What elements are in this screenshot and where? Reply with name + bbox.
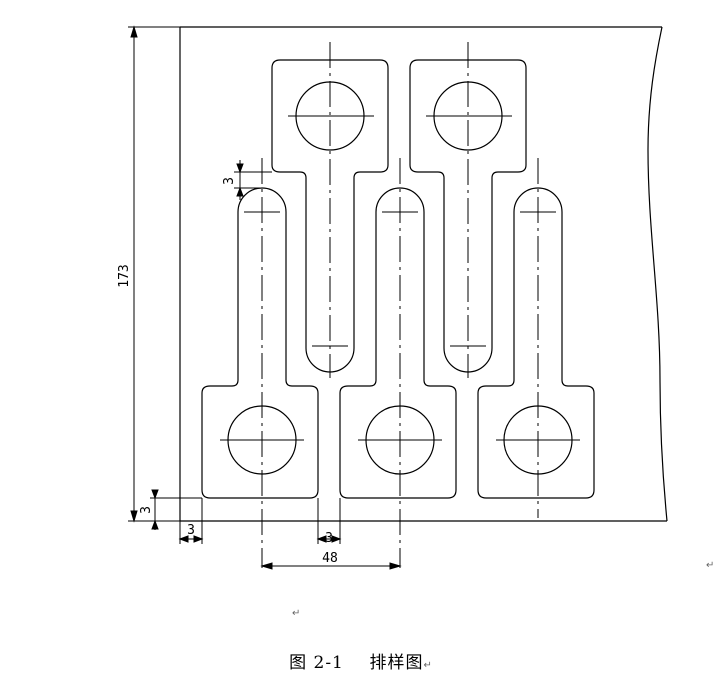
strip-outline xyxy=(179,26,668,522)
lower-part-2 xyxy=(339,187,457,499)
caption-number: 图 2-1 xyxy=(289,653,344,673)
dim-pitch-label: 48 xyxy=(322,551,338,566)
dim-edge-margin-bottom xyxy=(150,489,202,530)
dim-gap-top xyxy=(234,160,272,200)
lower-part-3 xyxy=(477,187,595,499)
dim-edge-margin-left xyxy=(178,498,204,544)
caption-title: 排样图 xyxy=(369,653,424,673)
dim-strip-width-label: 173 xyxy=(117,264,132,287)
dim-strip-width xyxy=(128,25,180,523)
dim-gap-between-parts-label: 3 xyxy=(325,531,333,546)
dim-edge-margin-left-label: 3 xyxy=(187,523,195,538)
dim-pitch xyxy=(260,562,402,570)
dim-gap-between-parts xyxy=(316,498,342,544)
dim-edge-margin-bottom-label: 3 xyxy=(139,506,154,514)
paragraph-mark: ↵ xyxy=(292,608,301,619)
figure-caption: 图 2-1 排样图↵ xyxy=(0,648,722,673)
paragraph-mark: ↵ xyxy=(423,660,433,671)
paragraph-mark: ↵ xyxy=(706,560,715,571)
lower-part-1 xyxy=(201,187,319,499)
dim-gap-top-label: 3 xyxy=(222,177,237,185)
center-lines xyxy=(220,42,580,568)
